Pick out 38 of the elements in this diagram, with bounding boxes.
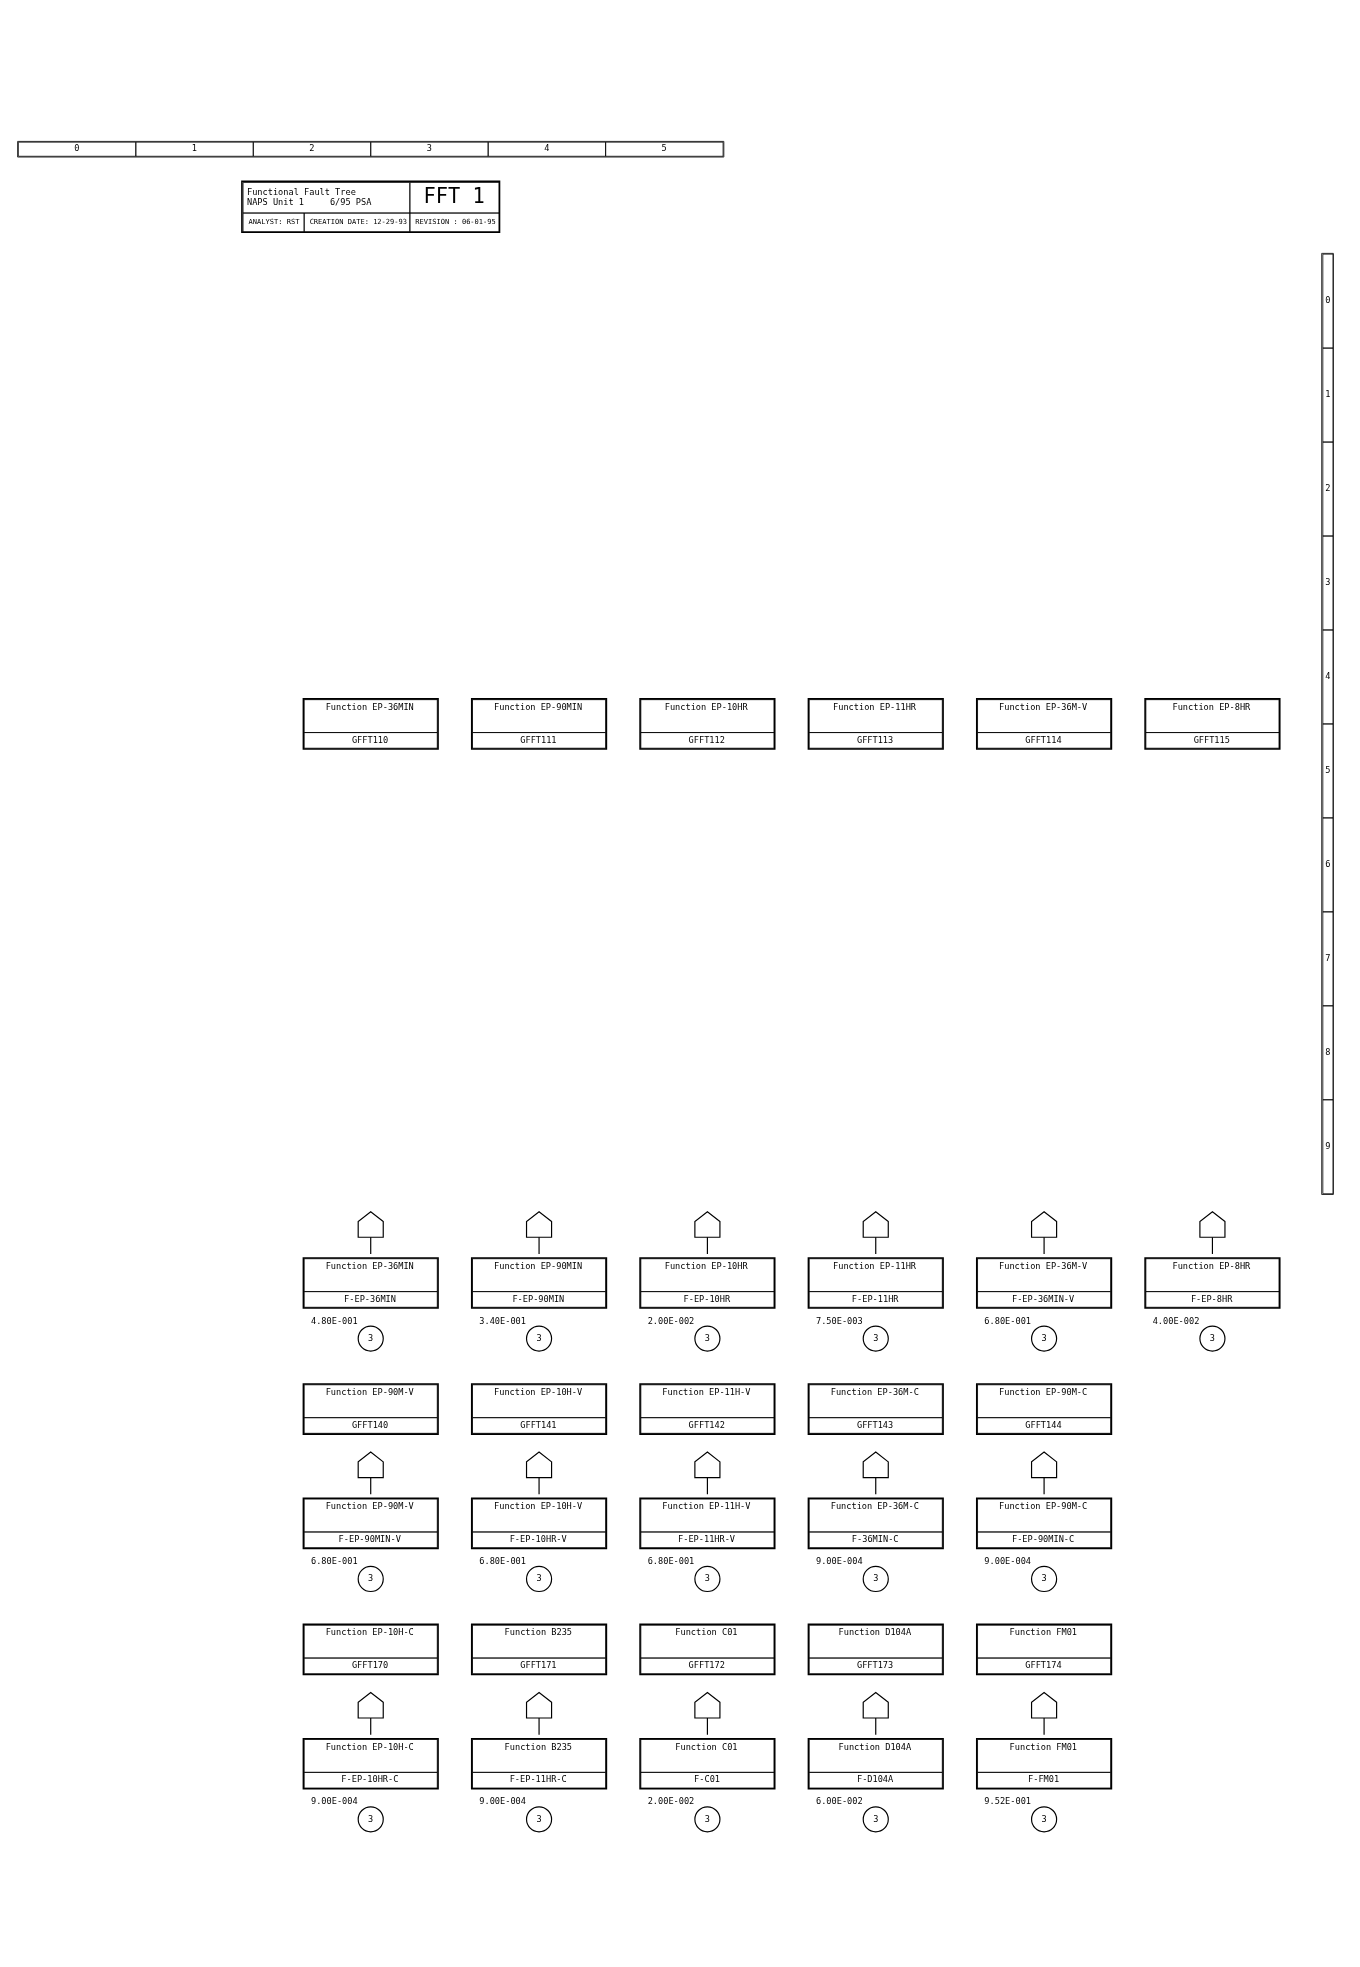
label: 0 bbox=[74, 143, 80, 154]
label: 2 bbox=[1325, 483, 1331, 494]
label: NAPS Unit 1 6/95 PSA bbox=[247, 196, 372, 207]
node-label: 3.40E-001 bbox=[479, 1315, 526, 1326]
label: 0 bbox=[1325, 295, 1331, 306]
node-label: 9.00E-004 bbox=[816, 1555, 863, 1566]
label: 2 bbox=[309, 143, 315, 154]
node-label: 9.52E-001 bbox=[984, 1796, 1032, 1807]
label: 5 bbox=[1325, 765, 1331, 776]
node-label: 4.00E-002 bbox=[1152, 1315, 1200, 1326]
node-label: 2.00E-002 bbox=[647, 1796, 695, 1807]
label: Functional Fault Tree bbox=[247, 187, 356, 198]
label: 1 bbox=[191, 143, 197, 154]
label: 6 bbox=[1325, 859, 1331, 870]
label: 4 bbox=[544, 143, 550, 154]
node-label: 6.00E-002 bbox=[816, 1796, 863, 1807]
node-label: 6.80E-001 bbox=[984, 1315, 1032, 1326]
node-label: 9.00E-004 bbox=[479, 1796, 526, 1807]
node-label: 9.00E-004 bbox=[310, 1796, 358, 1807]
label: 3 bbox=[1325, 577, 1331, 588]
label: CREATION DATE: 12-29-93 bbox=[309, 217, 408, 227]
node-label: 2.00E-002 bbox=[647, 1315, 695, 1326]
label: 8 bbox=[1325, 1046, 1331, 1057]
node-label: 4.80E-001 bbox=[310, 1315, 358, 1326]
node-label: 9.00E-004 bbox=[984, 1555, 1032, 1566]
label: 3 bbox=[426, 143, 432, 154]
node-label: 7.50E-003 bbox=[816, 1315, 863, 1326]
node-label: 6.80E-001 bbox=[310, 1555, 358, 1566]
label: 5 bbox=[661, 143, 667, 154]
label: REVISION : 06-01-95 bbox=[415, 217, 496, 227]
label: FFT 1 bbox=[423, 183, 485, 208]
node-label: 6.80E-001 bbox=[647, 1555, 695, 1566]
label: 7 bbox=[1325, 953, 1331, 964]
node-label: 6.80E-001 bbox=[479, 1555, 526, 1566]
label: 1 bbox=[1325, 389, 1331, 400]
label: 4 bbox=[1325, 671, 1331, 682]
label: ANALYST: RST bbox=[248, 217, 300, 227]
label: 9 bbox=[1325, 1140, 1331, 1151]
